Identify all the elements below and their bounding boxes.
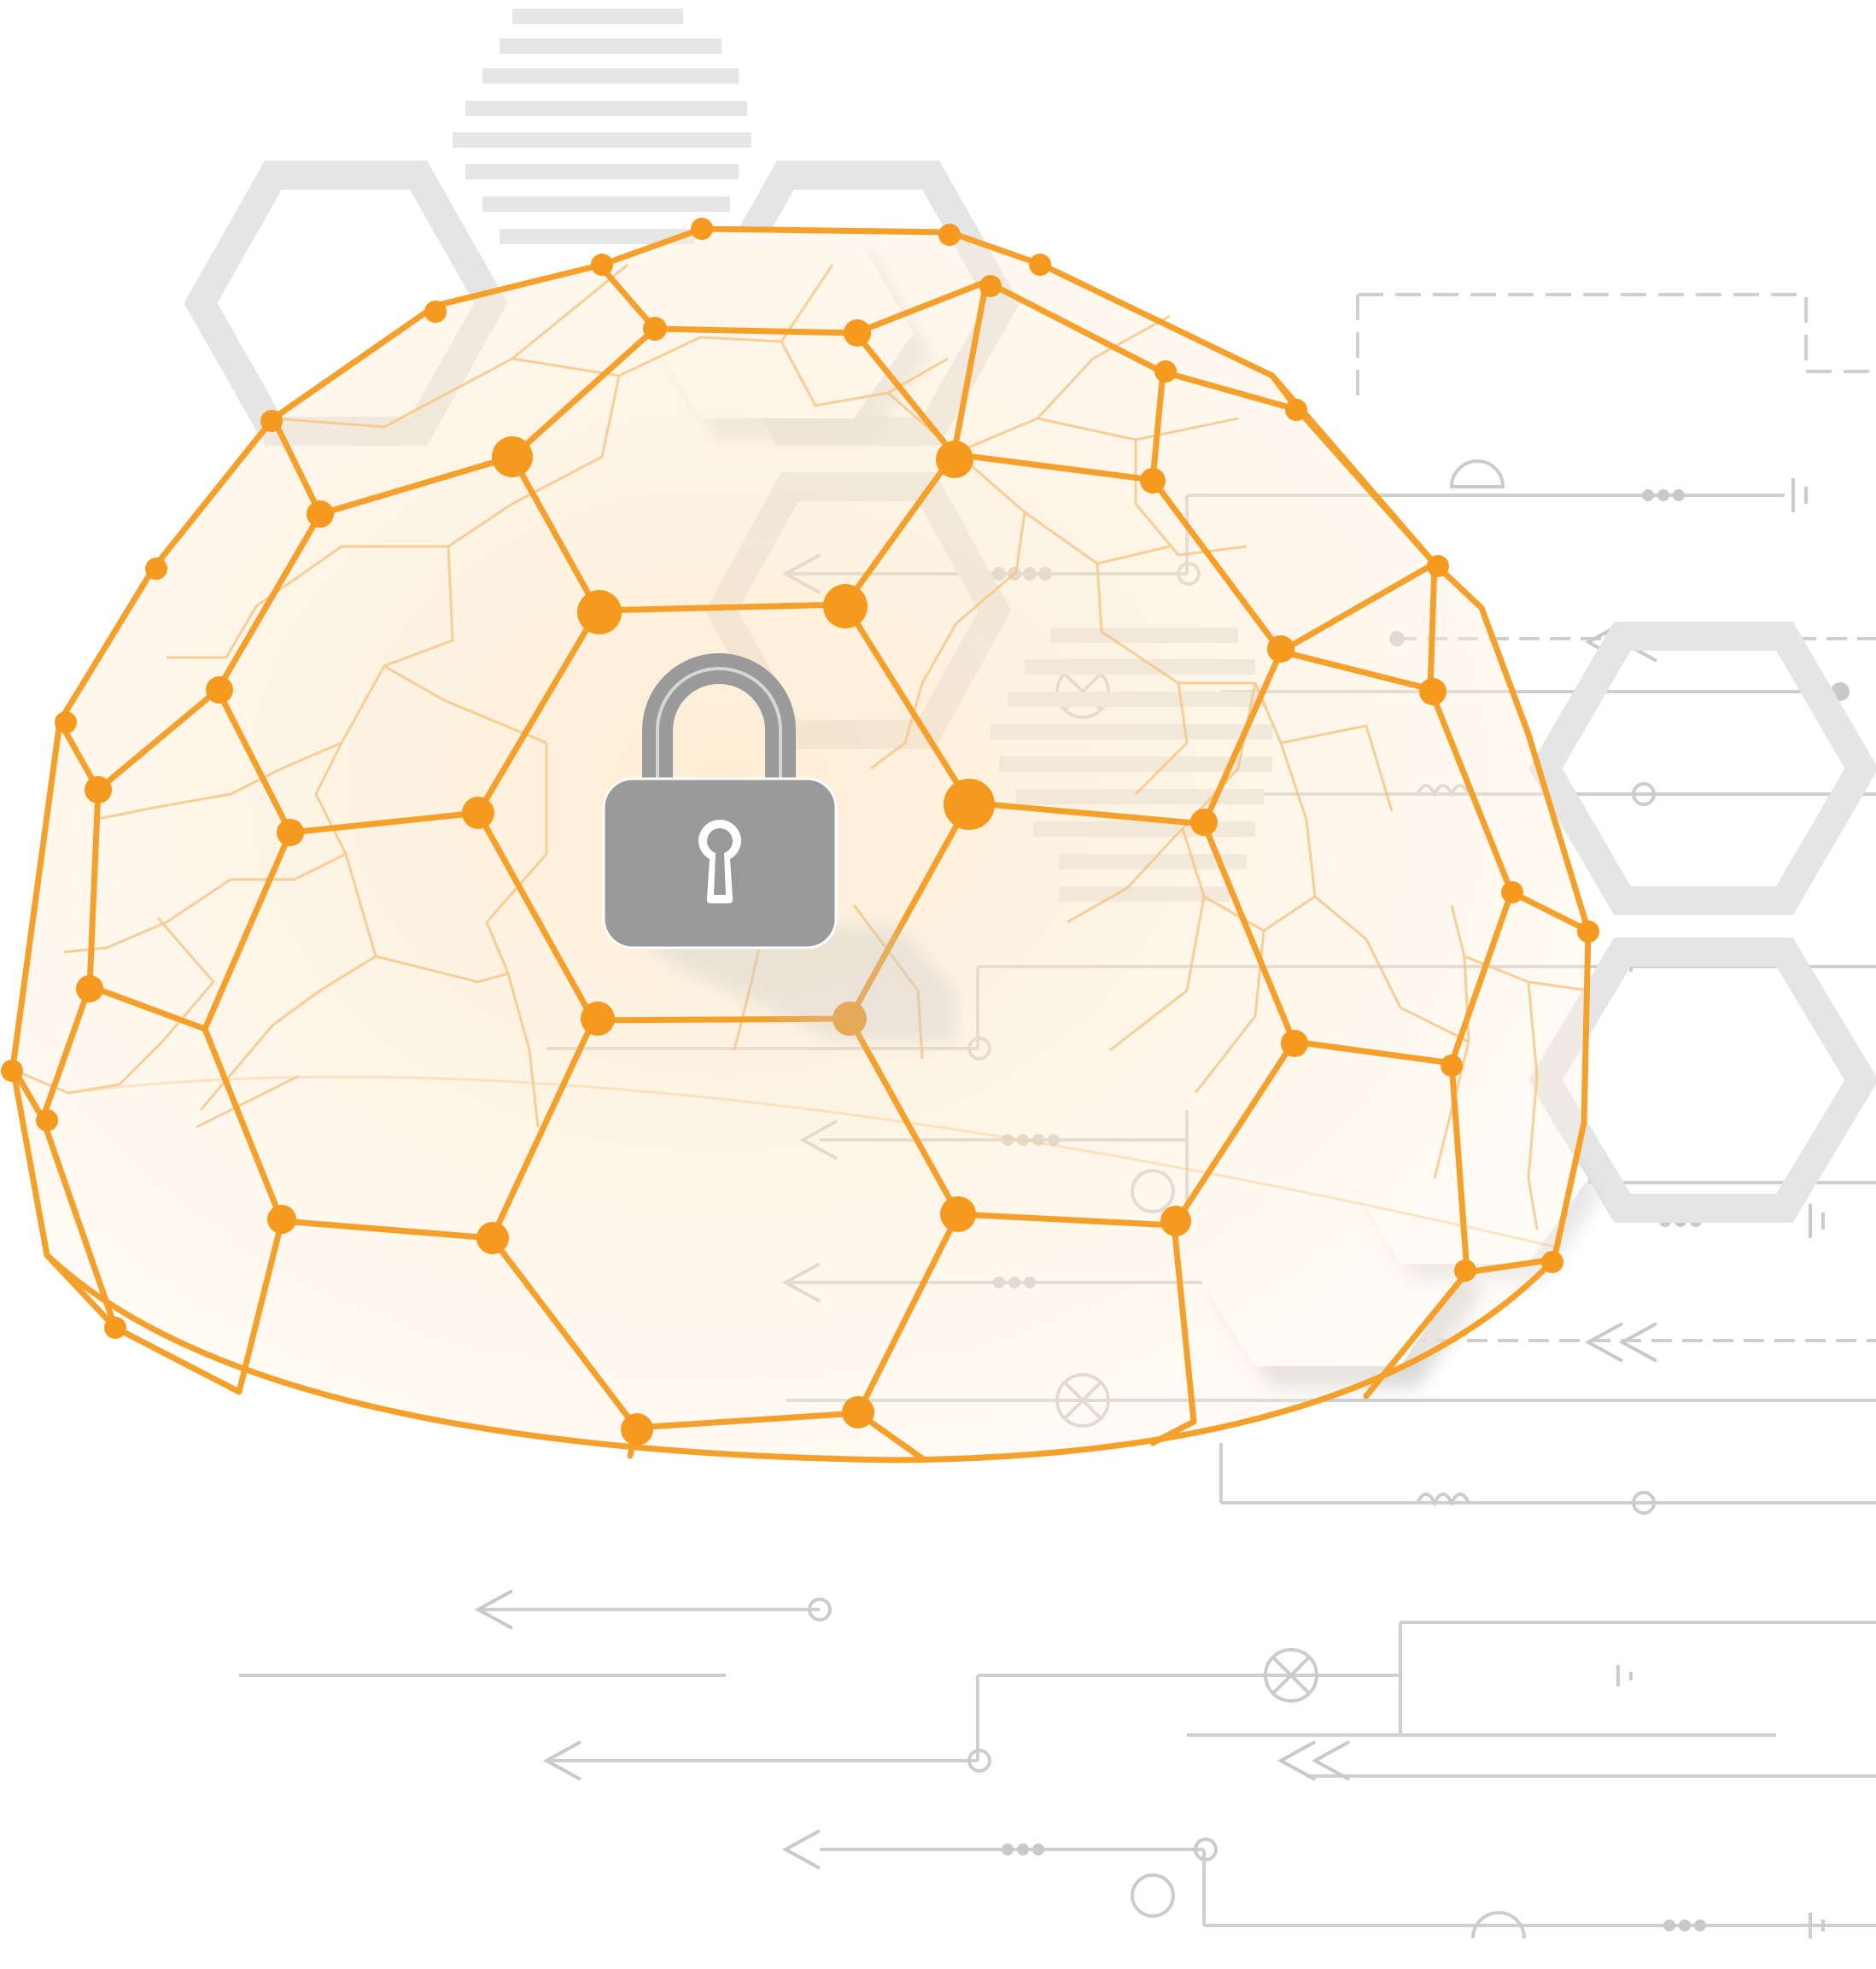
inner-mesh [16,263,1589,1248]
lock-icon [602,653,956,1042]
lock-shadow [619,926,956,1042]
